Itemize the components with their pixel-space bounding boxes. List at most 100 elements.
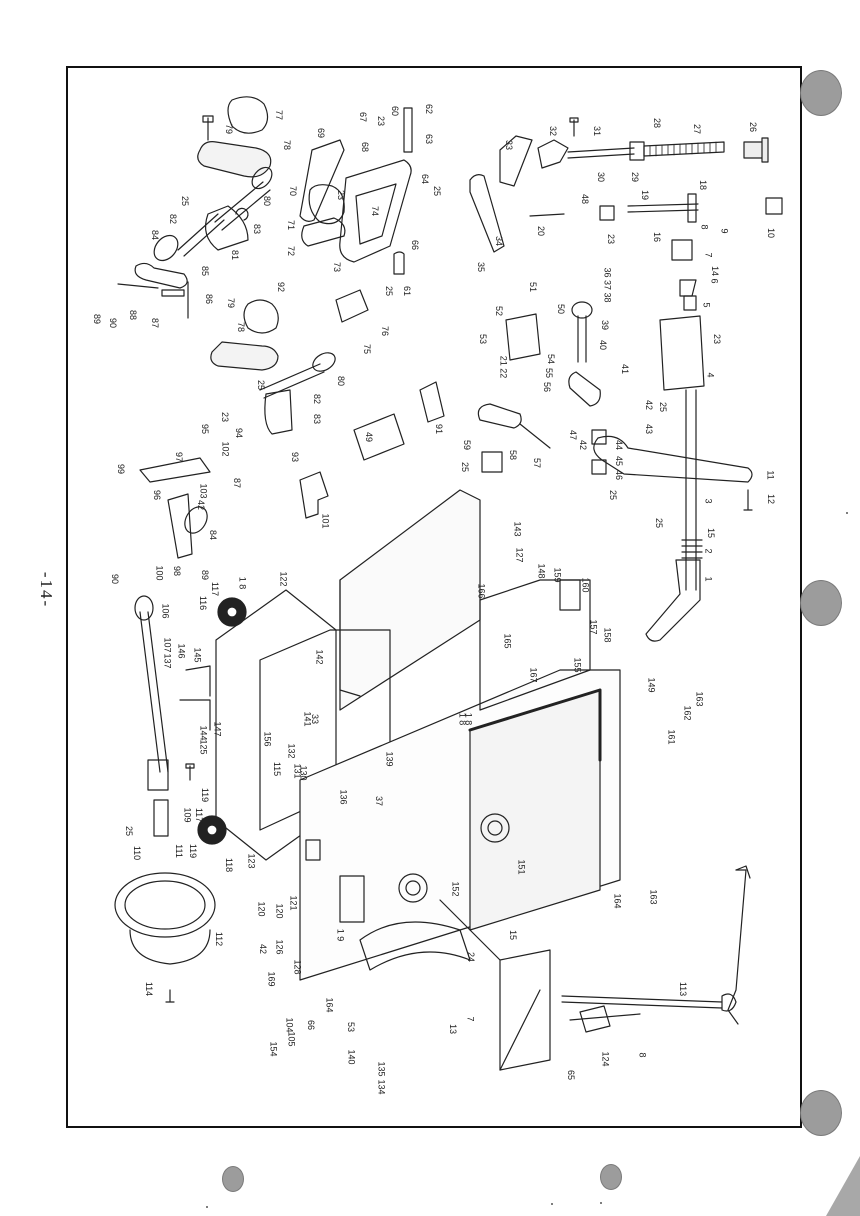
pin-63 xyxy=(403,107,413,153)
callout-169: 169 xyxy=(266,971,277,987)
screw-31 xyxy=(569,117,579,137)
callout-89: 89 xyxy=(92,313,103,325)
callout-110: 110 xyxy=(132,845,143,861)
callout-79b: 79 xyxy=(226,297,237,309)
shaft-3 xyxy=(685,389,697,591)
callout-42c: 42 xyxy=(196,499,207,511)
bushing-10 xyxy=(765,197,783,215)
callout-137: 137 xyxy=(162,653,173,669)
arm-68 xyxy=(299,139,345,222)
callout-60: 60 xyxy=(390,105,401,117)
callout-6: 6 xyxy=(709,278,720,284)
callout-28: 28 xyxy=(652,117,663,129)
shaft-39 xyxy=(577,315,587,363)
callout-103: 103 xyxy=(198,483,209,499)
spool-pin-8 xyxy=(569,1013,641,1021)
callout-2: 2 xyxy=(703,548,714,554)
scan-speck xyxy=(846,512,848,514)
callout-46: 46 xyxy=(614,469,625,481)
callout-51: 51 xyxy=(528,281,539,293)
callout-25g: 25 xyxy=(654,517,665,529)
spool-pin-152-inner xyxy=(405,880,421,896)
callout-29: 29 xyxy=(630,171,641,183)
callout-144: 144 xyxy=(198,725,209,741)
callout-102: 102 xyxy=(220,441,231,457)
callout-90b: 90 xyxy=(110,573,121,585)
callout-164b: 164 xyxy=(612,893,623,909)
screw-114 xyxy=(165,989,175,1003)
callout-59: 59 xyxy=(462,439,473,451)
callout-88: 88 xyxy=(128,309,139,321)
callout-139: 139 xyxy=(384,751,395,767)
callout-67: 67 xyxy=(358,111,369,123)
elbow-41 xyxy=(568,371,601,407)
front-panel-156 xyxy=(259,629,391,831)
scan-speck xyxy=(600,1202,602,1204)
callout-132: 132 xyxy=(286,743,297,759)
part-group-upper-left xyxy=(117,96,273,319)
callout-32: 32 xyxy=(548,125,559,137)
callout-65: 65 xyxy=(566,1069,577,1081)
callout-15: 15 xyxy=(706,527,717,539)
callout-53b: 53 xyxy=(346,1021,357,1033)
arm-32 xyxy=(537,139,569,169)
part-group-lower-left xyxy=(114,595,247,1003)
housing-4 xyxy=(659,315,705,391)
callout-83: 83 xyxy=(252,223,263,235)
part-group-upper-right xyxy=(469,117,783,642)
callout-23: 23 xyxy=(336,189,347,201)
lever-71 xyxy=(301,217,346,247)
callout-25e: 25 xyxy=(608,489,619,501)
cyl-5 xyxy=(683,295,697,311)
bracket-145 xyxy=(179,665,211,731)
callout-63: 63 xyxy=(424,133,435,145)
callout-130: 130 xyxy=(298,765,309,781)
shaft-82 xyxy=(177,213,225,257)
callout-64: 64 xyxy=(420,173,431,185)
callout-3: 3 xyxy=(703,498,714,504)
callout-163: 163 xyxy=(694,691,705,707)
screw-125 xyxy=(185,763,195,781)
callout-14: 14 xyxy=(710,265,721,277)
cam-92 xyxy=(243,299,279,334)
callout-147: 147 xyxy=(212,721,223,737)
bracket-33 xyxy=(499,135,533,187)
collar-106 xyxy=(134,595,154,621)
stand-rod-113 xyxy=(561,995,723,1009)
stand-wire-loop-top xyxy=(735,865,751,879)
callout-25h: 25 xyxy=(256,379,267,391)
arm-cover-143 xyxy=(339,489,481,711)
punch-hole-bottom-right xyxy=(800,1090,842,1136)
callout-98: 98 xyxy=(172,565,183,577)
callout-5: 5 xyxy=(701,302,712,308)
pulley-118-hub xyxy=(206,824,218,836)
callout-78b: 78 xyxy=(236,321,247,333)
callout-158: 158 xyxy=(602,627,613,643)
callout-66: 66 xyxy=(410,239,421,251)
pulley-117a-hub xyxy=(226,606,238,618)
punch-hole-bottom-left xyxy=(222,1166,244,1192)
callout-140: 140 xyxy=(346,1049,357,1065)
callout-92: 92 xyxy=(276,281,287,293)
callout-128: 128 xyxy=(292,959,303,975)
callout-81: 81 xyxy=(230,249,241,261)
callout-89b: 89 xyxy=(200,569,211,581)
callout-83b: 83 xyxy=(312,413,323,425)
callout-80: 80 xyxy=(262,195,273,207)
callout-10: 10 xyxy=(766,227,777,239)
callout-34: 34 xyxy=(494,235,505,247)
lever-11 xyxy=(593,435,753,483)
callout-16: 16 xyxy=(652,231,663,243)
callout-12: 12 xyxy=(766,493,777,505)
callout-1: 1 xyxy=(703,576,714,582)
callout-119b: 119 xyxy=(188,843,199,859)
callout-15b: 15 xyxy=(508,929,519,941)
callout-75: 75 xyxy=(362,343,373,355)
callout-1-8-top: 1 8 xyxy=(237,576,248,590)
callout-49: 49 xyxy=(364,431,375,443)
callout-105: 105 xyxy=(286,1031,297,1047)
plate-75 xyxy=(335,289,369,323)
callout-97: 97 xyxy=(174,451,185,463)
punch-hole-top-right xyxy=(800,70,842,116)
callout-9: 9 xyxy=(719,228,730,234)
